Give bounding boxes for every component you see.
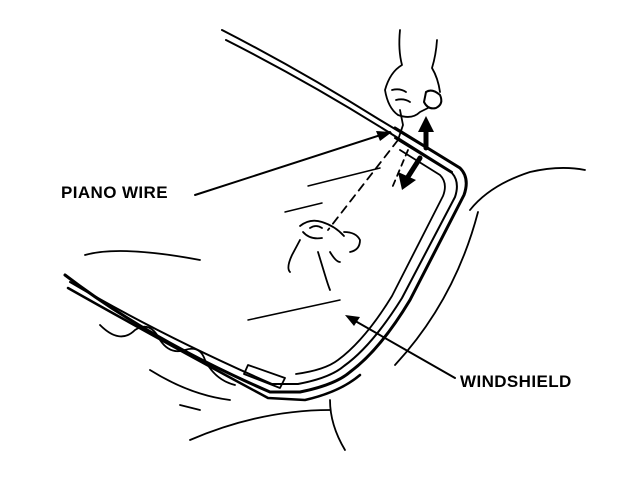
windshield-leader <box>345 315 456 379</box>
pull-up-arrow-icon <box>418 116 434 151</box>
windshield-glass-edge <box>84 149 446 375</box>
piano-wire-label: PIANO WIRE <box>61 183 168 202</box>
windshield-frame <box>63 126 468 402</box>
upper-hand-icon <box>384 29 443 141</box>
cowl-panel <box>99 324 331 441</box>
inspection-sticker <box>243 364 286 389</box>
piano-wire-leader <box>194 131 392 196</box>
roof-edge <box>221 29 456 173</box>
body-side-panel <box>329 167 586 451</box>
windshield-label: WINDSHIELD <box>460 372 572 391</box>
lower-hand-icon <box>287 219 361 291</box>
cut-direction-arrow-icon <box>398 155 423 190</box>
glass-reflections <box>247 167 381 321</box>
piano-wire-path <box>327 139 409 231</box>
